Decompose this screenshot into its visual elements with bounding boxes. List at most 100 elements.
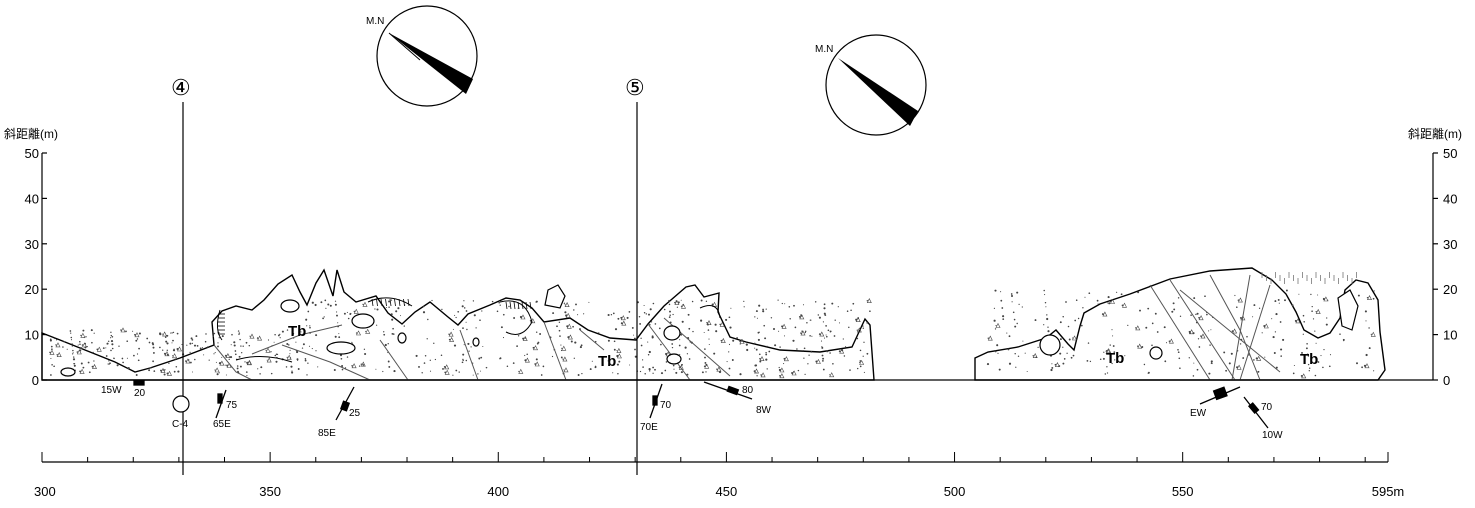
- stipple-dot: [176, 332, 179, 335]
- stipple-dot: [639, 370, 642, 373]
- stipple-dot: [1013, 318, 1016, 321]
- stipple-dot: [1010, 293, 1013, 295]
- stipple-dot: [826, 350, 829, 353]
- stipple-dot: [1278, 302, 1280, 304]
- stipple-triangle: [779, 367, 785, 373]
- stipple-dot: [164, 336, 167, 338]
- stipple-dot: [1109, 300, 1112, 303]
- stipple-dot: [642, 366, 644, 368]
- stipple-dot: [1016, 291, 1019, 294]
- stipple-dot: [1314, 374, 1317, 377]
- stipple-dot: [349, 313, 352, 315]
- stipple-dot: [1291, 304, 1294, 307]
- stipple-dot: [465, 359, 468, 362]
- stipple-dot: [1200, 335, 1202, 337]
- stipple-dot: [275, 353, 278, 356]
- stipple-dot: [285, 366, 288, 368]
- stipple-dot: [1190, 314, 1192, 316]
- stipple-dot: [1014, 352, 1016, 355]
- stipple-dot: [1103, 351, 1105, 353]
- stipple-dot: [82, 366, 85, 369]
- stipple-dot: [731, 359, 734, 361]
- stipple-dot: [463, 307, 466, 309]
- stipple-dot: [765, 351, 767, 354]
- stipple-dot: [1058, 365, 1060, 368]
- stipple-dot: [314, 303, 317, 307]
- stipple-dot: [669, 314, 671, 316]
- stipple-dot: [334, 335, 337, 338]
- stipple-dot: [817, 314, 819, 316]
- stipple-dot: [499, 358, 501, 360]
- stipple-dot: [1001, 307, 1004, 309]
- stipple-dot: [102, 347, 105, 350]
- stipple-dot: [1234, 294, 1236, 297]
- stipple-triangle: [1232, 328, 1238, 334]
- stipple-triangle: [92, 363, 97, 369]
- fault-line: [579, 329, 605, 351]
- stipple-dot: [346, 311, 348, 313]
- north-label: M.N: [815, 44, 833, 55]
- hachure-tick: [517, 301, 520, 310]
- stipple-dot: [229, 356, 233, 359]
- stipple-triangle: [800, 330, 806, 336]
- stipple-dot: [512, 362, 515, 364]
- stipple-dot: [743, 306, 745, 308]
- stipple-triangle: [55, 342, 61, 348]
- stipple-dot: [628, 311, 631, 313]
- stipple-dot: [467, 342, 470, 345]
- stipple-dot: [472, 374, 474, 376]
- stipple-dot: [1099, 358, 1102, 360]
- stipple-dot: [764, 337, 767, 340]
- stipple-triangle: [360, 361, 366, 367]
- stipple-dot: [1343, 340, 1345, 342]
- stipple-dot: [500, 326, 503, 329]
- stipple-dot: [660, 372, 664, 375]
- stipple-dot: [1177, 297, 1180, 299]
- stipple-dot: [296, 358, 299, 361]
- stipple-dot: [172, 339, 174, 342]
- stipple-dot: [823, 303, 826, 306]
- stipple-triangle: [353, 308, 359, 314]
- x-tick-label: 450: [716, 484, 738, 499]
- stipple-dot: [133, 354, 135, 357]
- strike-dip-marker: [133, 380, 145, 386]
- fault-line: [281, 344, 371, 381]
- stipple-dot: [159, 332, 162, 335]
- stipple-dot: [194, 358, 196, 361]
- stipple-dot: [704, 356, 706, 359]
- stipple-dot: [111, 347, 114, 350]
- stipple-dot: [857, 317, 859, 320]
- stipple-dot: [704, 361, 707, 364]
- stipple-dot: [238, 332, 241, 334]
- measurement-label: 70E: [640, 422, 658, 433]
- stipple-dot: [845, 346, 847, 348]
- stipple-dot: [1151, 322, 1154, 325]
- stipple-dot: [673, 368, 675, 370]
- strike-dip-symbols: [133, 380, 1269, 429]
- stipple-dot: [162, 349, 164, 351]
- stipple-dot: [1325, 323, 1328, 326]
- stipple-dot: [1024, 352, 1026, 354]
- stipple-dot: [1068, 338, 1071, 341]
- stipple-dot: [728, 351, 730, 353]
- stipple-dot: [810, 351, 813, 353]
- stipple-dot: [1298, 293, 1300, 295]
- stipple-dot: [458, 371, 460, 373]
- stipple-dot: [336, 311, 338, 313]
- stipple-dot: [1006, 332, 1008, 334]
- stipple-dot: [783, 363, 785, 365]
- stipple-dot: [993, 319, 996, 322]
- stipple-dot: [106, 343, 108, 345]
- stipple-dot: [818, 316, 821, 319]
- stipple-dot: [660, 343, 662, 346]
- breccia-stipple: [49, 289, 1376, 379]
- stipple-dot: [189, 351, 191, 354]
- stipple-dot: [1008, 362, 1012, 365]
- stipple-dot: [362, 364, 365, 366]
- stipple-dot: [672, 364, 675, 367]
- stipple-dot: [535, 331, 538, 333]
- stipple-dot: [739, 340, 741, 343]
- hachure-tick: [385, 298, 387, 307]
- stipple-dot: [231, 333, 233, 336]
- y-tick-label-left: 20: [25, 282, 39, 297]
